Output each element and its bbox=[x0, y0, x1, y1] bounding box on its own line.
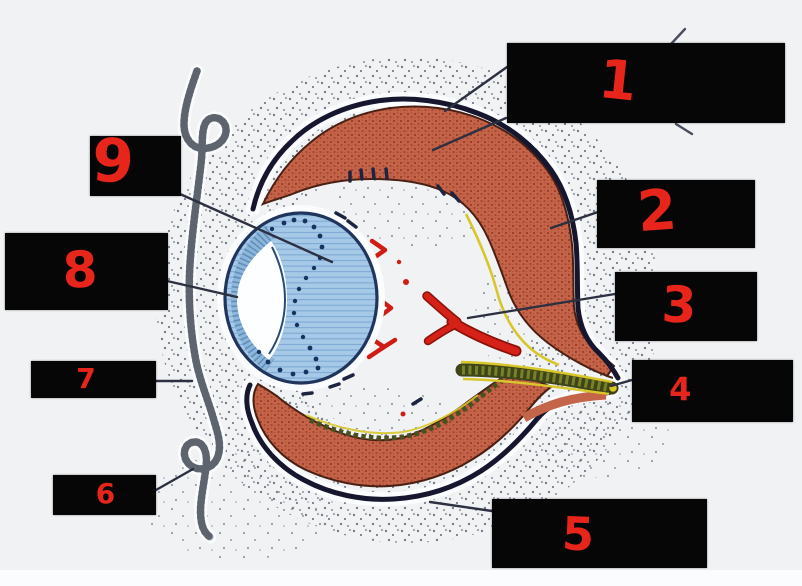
leader-line-1a bbox=[443, 65, 509, 113]
leader-line-8 bbox=[165, 279, 239, 299]
answer-box-3[interactable]: 3 bbox=[615, 272, 757, 341]
answer-box-9[interactable]: 9 bbox=[90, 125, 181, 197]
optic-cup-upper-limb bbox=[246, 92, 625, 385]
leader-stub-top bbox=[669, 27, 687, 46]
leader-line-1b bbox=[431, 116, 508, 152]
answer-box-4[interactable]: 4 bbox=[632, 360, 793, 422]
nerve-fiber-layer-lower bbox=[305, 394, 479, 435]
leader-line-6 bbox=[154, 467, 195, 492]
leader-stub-bottom bbox=[674, 122, 694, 136]
answer-box-7[interactable]: 7 bbox=[31, 361, 156, 398]
answer-box-5[interactable]: 5 bbox=[492, 499, 707, 568]
lens-cell-dots bbox=[256, 217, 325, 377]
inner-edge-ticks bbox=[348, 167, 461, 203]
leader-line-5 bbox=[428, 500, 494, 513]
optic-stalk-nerve-bundle bbox=[455, 363, 619, 395]
answer-number-2: 2 bbox=[635, 177, 679, 246]
leader-line-4 bbox=[609, 378, 634, 388]
optic-stalk bbox=[455, 360, 619, 422]
answer-number-1: 1 bbox=[596, 47, 641, 114]
answer-number-3: 3 bbox=[660, 274, 698, 335]
answer-number-4: 4 bbox=[669, 370, 692, 409]
answer-number-9: 9 bbox=[90, 125, 136, 198]
lens-cavity bbox=[237, 241, 287, 360]
answer-box-2[interactable]: 2 bbox=[597, 177, 755, 248]
choroid-fissure-speckle bbox=[308, 371, 514, 441]
answer-number-7: 7 bbox=[76, 361, 96, 395]
bottom-margin bbox=[0, 570, 802, 586]
lens-vesicle bbox=[217, 205, 385, 391]
leader-line-9 bbox=[178, 192, 334, 264]
answer-number-8: 8 bbox=[61, 239, 99, 300]
answer-box-1[interactable]: 1 bbox=[507, 43, 785, 123]
mesenchyme-dashes bbox=[301, 211, 423, 406]
leader-line-2 bbox=[549, 210, 600, 230]
nerve-fiber-layer-upper bbox=[464, 213, 560, 367]
answer-box-8[interactable]: 8 bbox=[5, 233, 168, 310]
answer-number-5: 5 bbox=[561, 505, 595, 562]
answer-box-6[interactable]: 6 bbox=[53, 475, 156, 515]
answer-number-6: 6 bbox=[95, 476, 116, 510]
leader-line-3 bbox=[466, 292, 617, 320]
surface-ectoderm bbox=[177, 64, 233, 544]
optic-cup-upper-outer-layer bbox=[250, 96, 621, 381]
leader-lines bbox=[154, 27, 694, 513]
